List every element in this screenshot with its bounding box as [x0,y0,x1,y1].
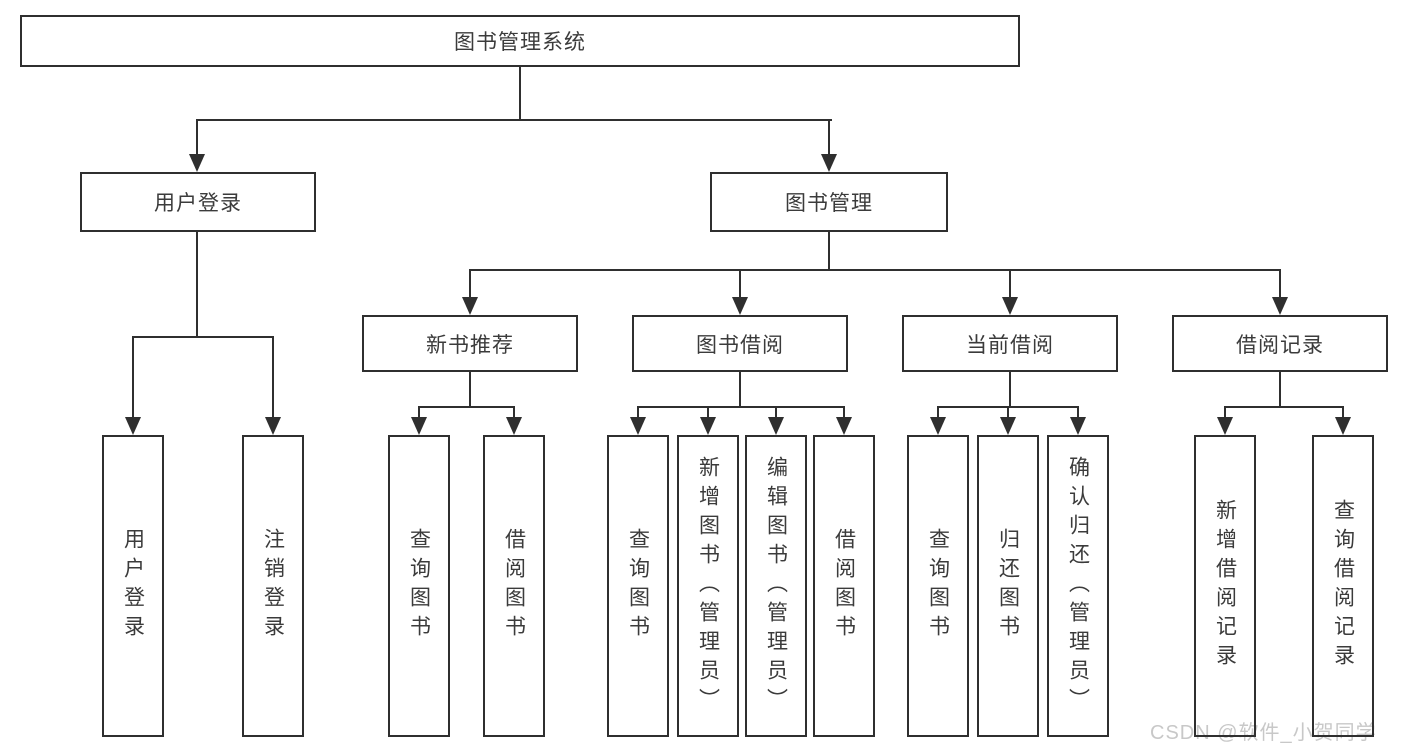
arrow-down-icon [265,417,281,435]
arrow-down-icon [1000,417,1016,435]
connector-newbook-drop-1 [418,406,420,418]
node-current-borrow: 当前借阅 [902,315,1118,372]
arrow-down-icon [1217,417,1233,435]
leaf-query-books-recommend: 查询图书 [388,435,450,737]
connector-borrow-rail [637,406,845,408]
connector-root-drop-right [828,119,830,155]
connector-records-drop-1 [1224,406,1226,418]
connector-bookmgmt-drop-4 [1279,269,1281,298]
connector-current-drop-2 [1007,406,1009,418]
arrow-down-icon [1335,417,1351,435]
leaf-label: 借阅图书 [502,528,526,644]
node-book-management: 图书管理 [710,172,948,232]
leaf-label: 查询图书 [626,528,650,644]
leaf-user-login: 用户登录 [102,435,164,737]
node-new-book-recommend: 新书推荐 [362,315,578,372]
arrow-down-icon [700,417,716,435]
leaf-label: 用户登录 [121,528,145,644]
leaf-query-books-current: 查询图书 [907,435,969,737]
connector-bookmgmt-stem [828,232,830,271]
node-label: 图书管理系统 [454,31,586,54]
leaf-label: 借阅图书 [832,528,856,644]
leaf-edit-books-admin: 编辑图书（管理员） [745,435,807,737]
arrow-down-icon [1272,297,1288,315]
arrow-down-icon [821,154,837,172]
connector-records-drop-2 [1342,406,1344,418]
leaf-label: 新增借阅记录 [1213,499,1237,673]
node-library-management-system: 图书管理系统 [20,15,1020,67]
connector-userlogin-drop-2 [272,336,274,418]
arrow-down-icon [768,417,784,435]
connector-borrow-drop-3 [775,406,777,418]
node-label: 当前借阅 [966,333,1054,357]
connector-root-drop-left [196,119,198,155]
connector-current-stem [1009,372,1011,408]
leaf-confirm-return-admin: 确认归还（管理员） [1047,435,1109,737]
arrow-down-icon [411,417,427,435]
connector-newbook-rail [418,406,515,408]
arrow-down-icon [1002,297,1018,315]
leaf-borrow-books-recommend: 借阅图书 [483,435,545,737]
connector-userlogin-stem [196,232,198,338]
arrow-down-icon [125,417,141,435]
arrow-down-icon [836,417,852,435]
csdn-watermark: CSDN @软件_小贺同学 [1150,722,1377,744]
connector-current-drop-3 [1077,406,1079,418]
leaf-label: 查询图书 [407,528,431,644]
leaf-label: 查询借阅记录 [1331,499,1355,673]
connector-records-rail [1224,406,1344,408]
arrow-down-icon [189,154,205,172]
leaf-label: 确认归还（管理员） [1066,455,1090,717]
node-label: 新书推荐 [426,333,514,357]
connector-borrow-drop-4 [843,406,845,418]
leaf-label: 注销登录 [261,528,285,644]
connector-root-stem [519,66,521,120]
connector-newbook-drop-2 [513,406,515,418]
node-label: 图书借阅 [696,333,784,357]
connector-userlogin-drop-1 [132,336,134,418]
leaf-logout: 注销登录 [242,435,304,737]
connector-bookmgmt-rail [469,269,1281,271]
arrow-down-icon [732,297,748,315]
leaf-label: 新增图书（管理员） [696,455,720,717]
connector-records-stem [1279,372,1281,408]
leaf-add-borrow-record: 新增借阅记录 [1194,435,1256,737]
connector-bookmgmt-drop-1 [469,269,471,298]
leaf-label: 归还图书 [996,528,1020,644]
arrow-down-icon [1070,417,1086,435]
leaf-label: 查询图书 [926,528,950,644]
connector-bookmgmt-drop-2 [739,269,741,298]
arrow-down-icon [630,417,646,435]
node-label: 用户登录 [154,192,242,215]
leaf-query-books-borrow: 查询图书 [607,435,669,737]
leaf-add-books-admin: 新增图书（管理员） [677,435,739,737]
connector-borrow-drop-2 [707,406,709,418]
connector-userlogin-rail [132,336,274,338]
arrow-down-icon [930,417,946,435]
connector-borrow-stem [739,372,741,408]
leaf-return-books: 归还图书 [977,435,1039,737]
arrow-down-icon [462,297,478,315]
node-label: 图书管理 [785,192,873,215]
connector-newbook-stem [469,372,471,408]
node-book-borrow: 图书借阅 [632,315,848,372]
node-label: 借阅记录 [1236,333,1324,357]
arrow-down-icon [506,417,522,435]
connector-borrow-drop-1 [637,406,639,418]
leaf-label: 编辑图书（管理员） [764,455,788,717]
connector-root-rail [196,119,832,121]
leaf-borrow-books: 借阅图书 [813,435,875,737]
connector-current-drop-1 [937,406,939,418]
connector-bookmgmt-drop-3 [1009,269,1011,298]
leaf-query-borrow-record: 查询借阅记录 [1312,435,1374,737]
node-user-login: 用户登录 [80,172,316,232]
node-borrow-records: 借阅记录 [1172,315,1388,372]
